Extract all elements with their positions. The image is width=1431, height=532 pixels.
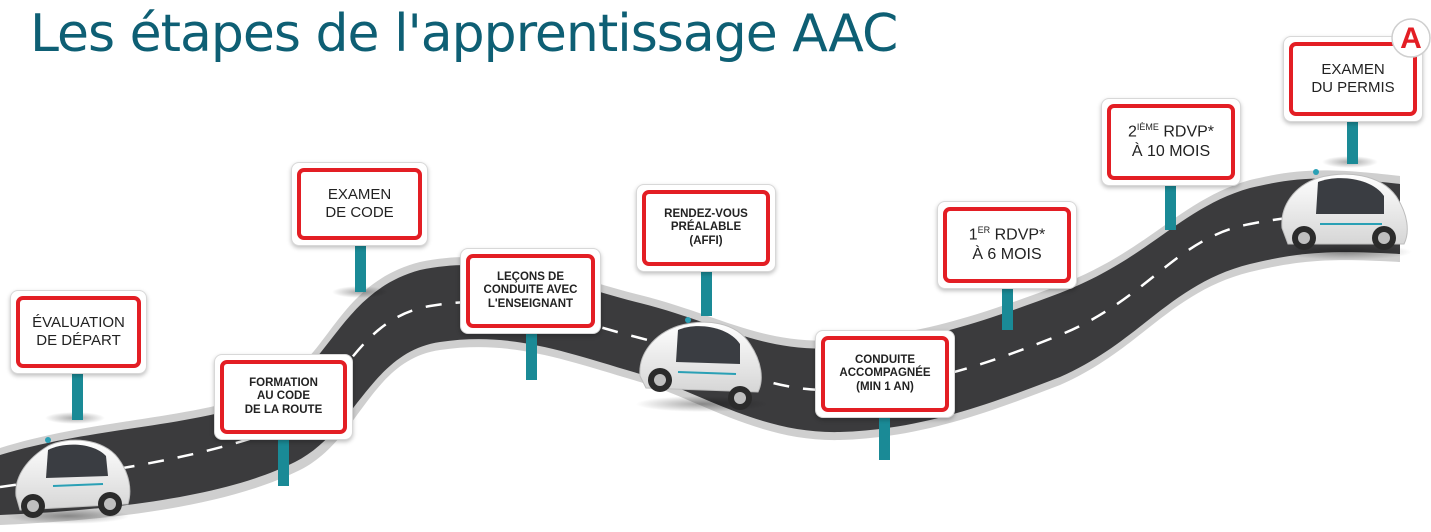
sign-line: LEÇONS DE xyxy=(496,270,565,283)
car-icon xyxy=(636,317,768,412)
sign-line: FORMATION xyxy=(249,376,318,389)
sign-line: CONDUITE AVEC xyxy=(483,284,578,297)
sign-post xyxy=(1002,286,1013,330)
sign-post xyxy=(72,370,83,420)
apprenti-a-icon: A xyxy=(1391,18,1431,58)
sign-line: DE CODE xyxy=(325,204,394,221)
sign-line: DU PERMIS xyxy=(1311,79,1395,96)
sign-line: (MIN 1 AN) xyxy=(856,380,914,393)
step-sign-evaluation: ÉVALUATION DE DÉPART xyxy=(10,290,147,374)
sign-post xyxy=(355,244,366,292)
step-sign-examen-permis: EXAMEN DU PERMIS xyxy=(1283,36,1423,122)
step-sign-examen-code: EXAMEN DE CODE xyxy=(291,162,428,246)
sign-line: ACCOMPAGNÉE xyxy=(839,367,931,380)
step-sign-conduite-accompagnee: CONDUITE ACCOMPAGNÉE (MIN 1 AN) xyxy=(815,330,955,418)
sign-post xyxy=(526,330,537,380)
page-title: Les étapes de l'apprentissage AAC xyxy=(30,4,898,64)
sign-post xyxy=(701,270,712,316)
sign-line: RENDEZ-VOUS xyxy=(664,207,748,220)
sign-line: DE LA ROUTE xyxy=(244,403,323,416)
sign-line: 2IÈME RDVP* xyxy=(1127,122,1215,141)
car-icon xyxy=(6,437,131,524)
car-icon xyxy=(1280,169,1412,260)
sign-line: EXAMEN xyxy=(1321,61,1385,79)
sign-line: DE DÉPART xyxy=(36,332,121,349)
sign-post xyxy=(1347,118,1358,164)
sign-line: ÉVALUATION xyxy=(32,314,125,332)
sign-line: PRÉALABLE xyxy=(670,221,742,234)
sign-line: CONDUITE xyxy=(854,353,916,366)
svg-text:A: A xyxy=(1400,22,1422,55)
sign-line: (AFFI) xyxy=(689,234,723,247)
step-sign-rdvp-6: 1ER RDVP* À 6 MOIS xyxy=(937,201,1077,289)
sign-line: L'ENSEIGNANT xyxy=(487,297,574,310)
sign-line: À 10 MOIS xyxy=(1131,142,1211,160)
step-sign-rendez-vous: RENDEZ-VOUS PRÉALABLE (AFFI) xyxy=(636,184,776,272)
sign-post xyxy=(278,436,289,486)
step-sign-formation-code: FORMATION AU CODE DE LA ROUTE xyxy=(214,354,353,440)
step-sign-lecons: LEÇONS DE CONDUITE AVEC L'ENSEIGNANT xyxy=(460,248,601,334)
sign-post xyxy=(1165,184,1176,230)
sign-post xyxy=(879,414,890,460)
sign-line: 1ER RDVP* xyxy=(968,225,1046,244)
sign-line: AU CODE xyxy=(256,390,311,403)
sign-line: EXAMEN xyxy=(327,186,392,204)
step-sign-rdvp-10: 2IÈME RDVP* À 10 MOIS xyxy=(1101,98,1241,186)
sign-line: À 6 MOIS xyxy=(972,245,1042,263)
